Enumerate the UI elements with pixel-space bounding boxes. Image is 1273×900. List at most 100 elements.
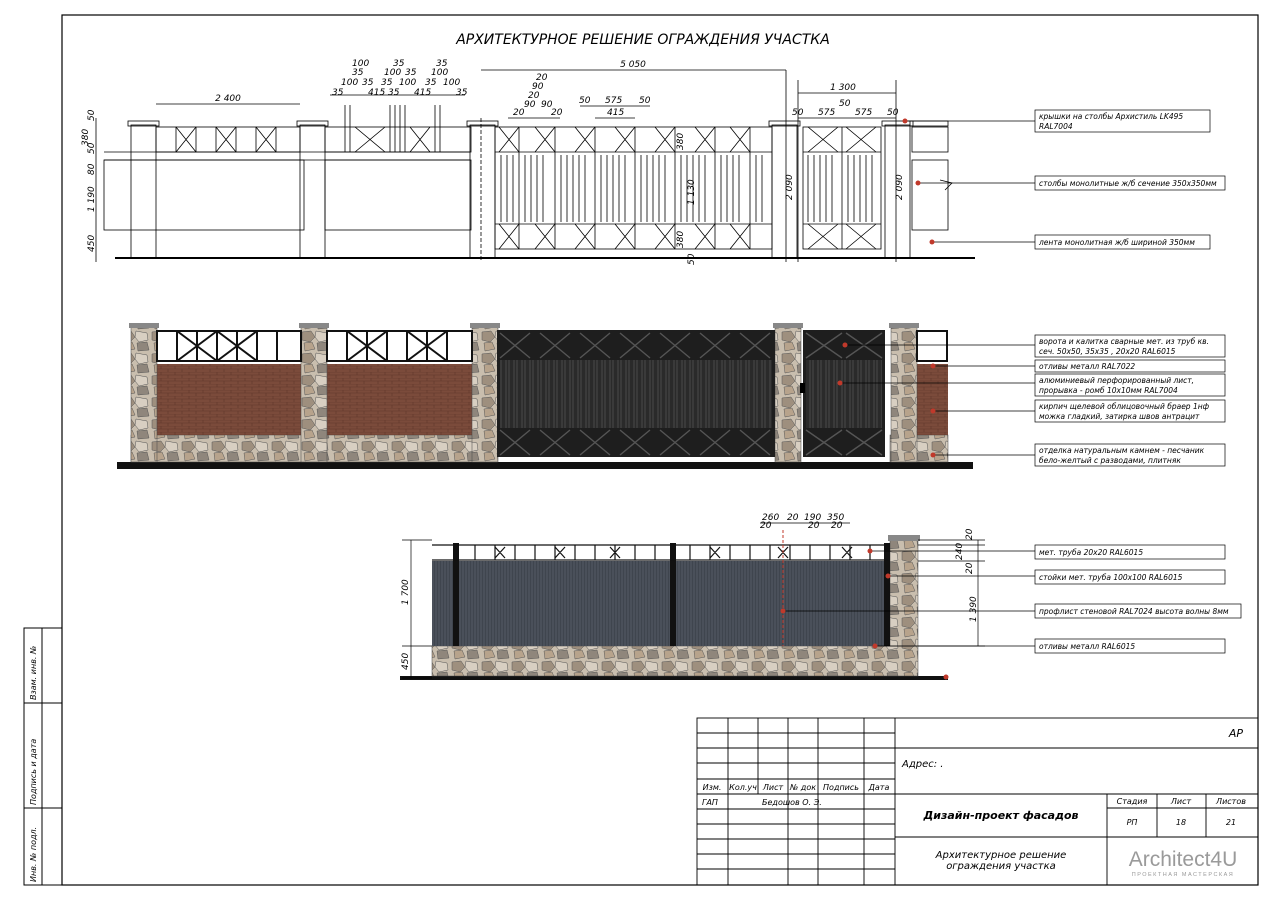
dim-5050: 5 050 — [620, 60, 646, 70]
dim-260: 260 — [762, 513, 779, 523]
logo: Architect4U — [1129, 848, 1238, 871]
dim-80: 80 — [87, 163, 97, 175]
dim-35: 35 — [425, 78, 437, 88]
dim-1190: 1 190 — [87, 186, 97, 212]
dim-20: 20 — [787, 513, 799, 523]
dim-50: 50 — [887, 108, 899, 118]
dim-415: 415 — [607, 108, 624, 118]
doc-code: АР — [1228, 727, 1244, 740]
dim-1300: 1 300 — [830, 83, 856, 93]
hdr-izm: Изм. — [703, 783, 722, 792]
drawing-name-1: Архитектурное решение — [935, 850, 1067, 861]
dim-50: 50 — [639, 96, 651, 106]
dim-380: 380 — [676, 133, 686, 150]
dim-20: 20 — [760, 521, 772, 531]
dim-20: 20 — [551, 108, 563, 118]
dim-35: 35 — [352, 68, 364, 78]
dim-35: 35 — [381, 78, 393, 88]
dim-35: 35 — [436, 59, 448, 69]
side-stamp: Взам. инв. № Подпись и дата Инв. № подл. — [23, 627, 63, 886]
dim-35: 35 — [456, 88, 468, 98]
dim-2090: 2 090 — [785, 174, 795, 200]
callout-perforated: алюминиевый перфорированный лист, — [1039, 376, 1194, 385]
drawing-name-2: ограждения участка — [946, 861, 1056, 872]
dim-50: 50 — [687, 253, 697, 265]
sheets-label: Листов — [1215, 797, 1246, 806]
dim-350: 350 — [827, 513, 844, 523]
callout-stone: отделка натуральным камнем - песчаник — [1039, 446, 1205, 455]
callout-strip: лента монолитная ж/б шириной 350мм — [1038, 238, 1195, 247]
dim-575: 575 — [605, 96, 622, 106]
dim-90: 90 — [541, 100, 553, 110]
stamp-vzam: Взам. инв. № — [29, 646, 38, 700]
title-block — [696, 717, 1259, 886]
sheet-frame — [61, 14, 1259, 886]
elevation1-callouts: крышки на столбы Архистиль LK495 RAL7004… — [902, 109, 1226, 250]
logo-subtitle: ПРОЕКТНАЯ МАСТЕРСКАЯ — [1132, 872, 1235, 878]
hdr-podpis: Подпись — [823, 783, 859, 792]
callout-caps-ral: RAL7004 — [1039, 122, 1073, 131]
elevation3-callouts: мет. труба 20х20 RAL6015 стойки мет. тру… — [780, 544, 1242, 680]
callout-perforated-2: прорывка - ромб 10х10мм RAL7004 — [1039, 386, 1178, 395]
callout-brick-2: можка гладкий, затирка швов антрацит — [1039, 412, 1200, 421]
callout-brick: кирпич щелевой облицовочный браер 1нф — [1039, 402, 1210, 411]
stage-value: РП — [1127, 818, 1138, 827]
elevation2-callouts — [840, 344, 1035, 456]
dim-50: 50 — [579, 96, 591, 106]
dim-100: 100 — [384, 68, 401, 78]
sheet-label: Лист — [1170, 797, 1192, 806]
dim-50: 50 — [87, 109, 97, 121]
dim-1130: 1 130 — [687, 179, 697, 205]
dim-35: 35 — [405, 68, 417, 78]
dim-2090: 2 090 — [895, 174, 905, 200]
gap-name: Бедошов О. Э. — [762, 798, 822, 807]
callout-caps: крышки на столбы Архистиль LK495 — [1039, 112, 1183, 121]
elevation-rendered — [117, 323, 973, 469]
dim-90: 90 — [532, 82, 544, 92]
dim-100: 100 — [341, 78, 358, 88]
dim-2400: 2 400 — [215, 94, 241, 104]
dim-100: 100 — [399, 78, 416, 88]
dim-415: 415 — [368, 88, 385, 98]
dim-20: 20 — [965, 562, 975, 574]
hdr-koluch: Кол.уч — [729, 783, 757, 792]
dim-20: 20 — [536, 73, 548, 83]
elevation-profile-fence — [400, 522, 985, 680]
dim-575: 575 — [855, 108, 872, 118]
dim-100: 100 — [431, 68, 448, 78]
dim-35: 35 — [388, 88, 400, 98]
dim-35: 35 — [393, 59, 405, 69]
callout-gate-sect: сеч. 50х50, 35х35 , 20х20 RAL6015 — [1039, 347, 1176, 356]
callout-gate: ворота и калитка сварные мет. из труб кв… — [1039, 337, 1209, 346]
stamp-podpis: Подпись и дата — [29, 739, 38, 805]
stage-label: Стадия — [1117, 797, 1148, 806]
dim-20: 20 — [528, 91, 540, 101]
callout-posts: столбы монолитные ж/б сечение 350х350мм — [1039, 179, 1217, 188]
dim-50: 50 — [839, 99, 851, 109]
dim-50: 50 — [792, 108, 804, 118]
dim-50: 50 — [87, 142, 97, 154]
hdr-date: Дата — [868, 783, 890, 792]
sheet-title: АРХИТЕКТУРНОЕ РЕШЕНИЕ ОГРАЖДЕНИЯ УЧАСТКА — [455, 32, 830, 48]
dim-380: 380 — [81, 129, 91, 146]
hdr-list: Лист — [762, 783, 784, 792]
dim-90: 90 — [524, 100, 536, 110]
callout-stone-2: бело-желтый с разводами, плитняк — [1039, 456, 1181, 465]
dim-380: 380 — [676, 231, 686, 248]
dim-20: 20 — [965, 528, 975, 540]
dim-100: 100 — [443, 78, 460, 88]
dim-190: 190 — [804, 513, 821, 523]
callout-stands: стойки мет. труба 100х100 RAL6015 — [1039, 573, 1183, 582]
hdr-ndoc: № док — [789, 783, 816, 792]
dim-450: 450 — [87, 235, 97, 252]
dim-1700: 1 700 — [401, 579, 411, 605]
dim-35: 35 — [362, 78, 374, 88]
elevation-line-drawing — [95, 69, 975, 262]
dim-20: 20 — [808, 521, 820, 531]
gap-label: ГАП — [702, 798, 718, 807]
address: Адрес: . — [901, 759, 943, 770]
sheets-value: 21 — [1226, 818, 1236, 827]
dim-450: 450 — [401, 653, 411, 670]
callout-flashing: отливы металл RAL7022 — [1039, 362, 1135, 371]
